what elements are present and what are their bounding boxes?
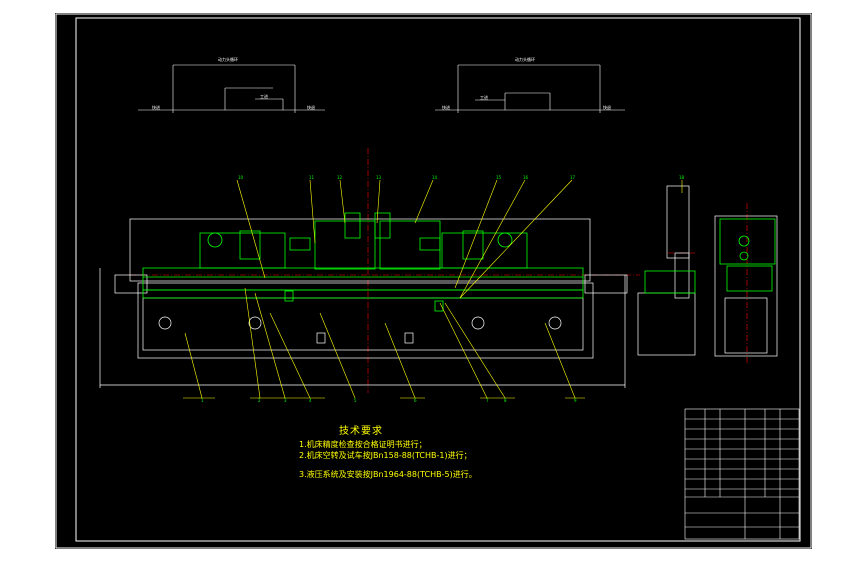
left-cycle-label-2: 工进 xyxy=(260,94,268,99)
title-block xyxy=(684,408,800,540)
balloon-2: 2 xyxy=(258,398,261,403)
note-gap xyxy=(299,461,477,469)
note-item-1: 1.机床精度检查按合格证明书进行； xyxy=(299,440,427,449)
assembly-drawing xyxy=(55,13,812,549)
balloon-14: 14 xyxy=(432,175,438,180)
balloon-4: 4 xyxy=(309,398,312,403)
balloon-13: 13 xyxy=(376,175,382,180)
balloon-9: 9 xyxy=(574,398,577,403)
technical-requirements: 技术要求 1.机床精度检查按合格证明书进行； 2.机床空转及试车按JBn158-… xyxy=(299,426,477,480)
balloon-8: 8 xyxy=(504,398,507,403)
balloon-17: 17 xyxy=(570,175,576,180)
right-cycle-title: 动力头循环 xyxy=(515,57,535,62)
balloon-5: 5 xyxy=(354,398,357,403)
leader-lines xyxy=(183,179,683,399)
balloon-18: 18 xyxy=(679,175,685,180)
inner-frame xyxy=(75,17,801,542)
right-cycle-label-1: 快进 xyxy=(442,105,450,110)
note-item-3: 3.液压系统及安装按JBn1964-88(TCHB-5)进行。 xyxy=(299,470,477,479)
balloon-7: 7 xyxy=(486,398,489,403)
right-cycle-diagram xyxy=(435,64,625,113)
balloon-16: 16 xyxy=(523,175,529,180)
right-cycle-label-3: 快退 xyxy=(603,105,611,110)
left-cycle-label-3: 快退 xyxy=(307,105,315,110)
left-cycle-title: 动力头循环 xyxy=(218,57,238,62)
centerlines xyxy=(130,148,748,393)
balloon-3: 3 xyxy=(284,398,287,403)
machine-bed xyxy=(142,212,584,312)
outer-border xyxy=(55,13,812,549)
balloon-10: 10 xyxy=(238,175,244,180)
right-cycle-label-2: 工进 xyxy=(480,95,488,100)
machine-base xyxy=(99,218,628,388)
left-cycle-diagram xyxy=(138,64,325,113)
notes-title: 技术要求 xyxy=(339,426,383,437)
balloon-12: 12 xyxy=(337,175,343,180)
side-view-parts xyxy=(644,218,776,294)
balloon-11: 11 xyxy=(309,175,315,180)
balloon-1: 1 xyxy=(201,398,204,403)
note-item-2: 2.机床空转及试车按JBn158-88(TCHB-1)进行； xyxy=(299,451,472,460)
left-cycle-label-1: 快进 xyxy=(152,105,160,110)
drawing-sheet: 技术要求 1.机床精度检查按合格证明书进行； 2.机床空转及试车按JBn158-… xyxy=(55,13,812,549)
balloon-15: 15 xyxy=(496,175,502,180)
side-view xyxy=(637,185,778,357)
balloon-6: 6 xyxy=(414,398,417,403)
